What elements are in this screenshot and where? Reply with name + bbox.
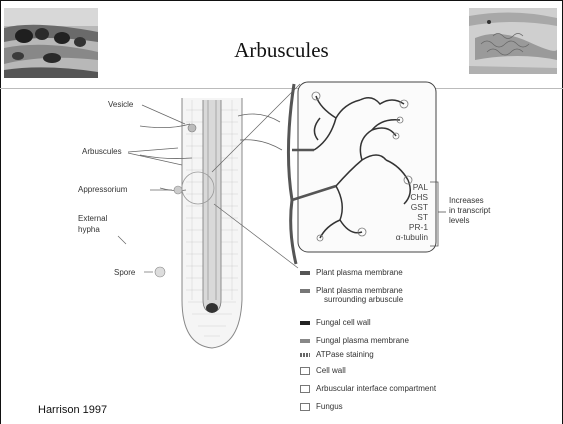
legend-swatch bbox=[300, 271, 310, 275]
legend-label: Plant plasma membrane bbox=[316, 286, 403, 295]
vesicle-shape bbox=[188, 124, 196, 132]
legend-item: Plant plasma membrane surrounding arbusc… bbox=[300, 286, 403, 304]
increases-note: Increases in transcript levels bbox=[449, 196, 490, 226]
legend-item: Fungal cell wall bbox=[300, 318, 371, 327]
legend-label: Fungus bbox=[316, 402, 343, 411]
legend-swatch bbox=[300, 385, 310, 393]
label-spore: Spore bbox=[114, 268, 135, 277]
gene-pr1: PR-1 bbox=[388, 222, 428, 232]
gene-st: ST bbox=[388, 212, 428, 222]
gene-alpha-tubulin: α-tubulin bbox=[388, 232, 428, 242]
legend-swatch bbox=[300, 289, 310, 293]
legend-swatch bbox=[300, 321, 310, 325]
label-hypha: hypha bbox=[78, 224, 107, 235]
gene-gst: GST bbox=[388, 202, 428, 212]
vascular-cylinder bbox=[203, 100, 221, 312]
gene-list: PAL CHS GST ST PR-1 α-tubulin bbox=[388, 182, 428, 242]
label-appressorium: Appressorium bbox=[78, 185, 127, 194]
legend-item: Fungus bbox=[300, 402, 343, 411]
citation: Harrison 1997 bbox=[38, 404, 107, 416]
legend-item: Fungal plasma membrane bbox=[300, 336, 409, 345]
increases-line-2: in transcript bbox=[449, 206, 490, 216]
legend-label: Plant plasma membrane bbox=[316, 268, 403, 277]
legend-label: ATPase staining bbox=[316, 350, 374, 359]
legend-label-cont: surrounding arbuscule bbox=[324, 295, 403, 304]
legend-item: Plant plasma membrane bbox=[300, 268, 403, 277]
label-vesicle: Vesicle bbox=[108, 100, 133, 109]
legend-item: ATPase staining bbox=[300, 350, 374, 359]
legend-label: Arbuscular interface compartment bbox=[316, 384, 436, 393]
increases-line-3: levels bbox=[449, 216, 490, 226]
label-arbuscules: Arbuscules bbox=[82, 147, 122, 156]
spore-shape bbox=[155, 267, 165, 277]
legend-swatch bbox=[300, 353, 310, 357]
gene-pal: PAL bbox=[388, 182, 428, 192]
root-meristem bbox=[206, 303, 218, 313]
label-external-hypha: External hypha bbox=[78, 213, 107, 235]
increases-line-1: Increases bbox=[449, 196, 490, 206]
legend-label: Fungal plasma membrane bbox=[316, 336, 409, 345]
legend-label: Cell wall bbox=[316, 366, 346, 375]
legend-swatch bbox=[300, 367, 310, 375]
appressorium-shape bbox=[174, 186, 182, 194]
legend-swatch bbox=[300, 403, 310, 411]
legend-label: Fungal cell wall bbox=[316, 318, 371, 327]
legend-item: Arbuscular interface compartment bbox=[300, 384, 436, 393]
legend-swatch bbox=[300, 339, 310, 343]
label-external: External bbox=[78, 213, 107, 224]
legend-item: Cell wall bbox=[300, 366, 346, 375]
gene-chs: CHS bbox=[388, 192, 428, 202]
intercellular-hypha bbox=[288, 84, 296, 264]
